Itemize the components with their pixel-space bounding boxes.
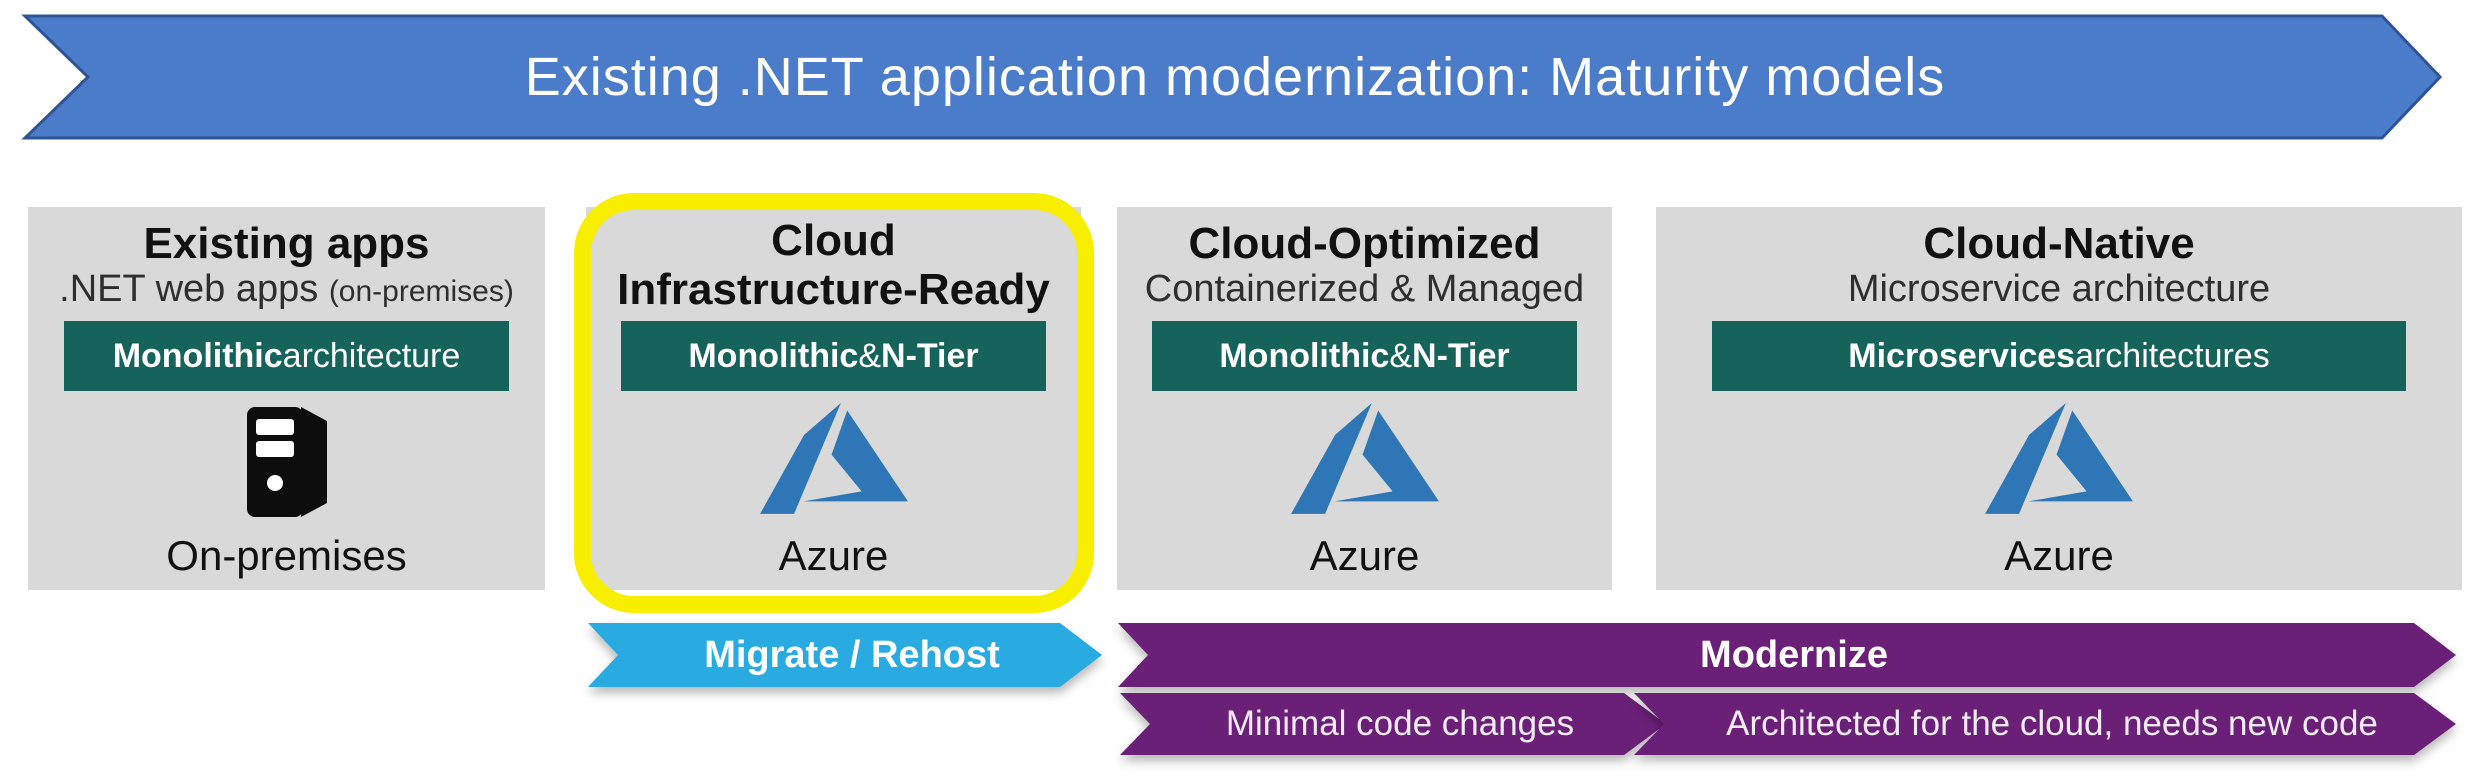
badge-bold-text: Microservices xyxy=(1848,336,2076,375)
column-cloud-native: Cloud-Native Microservice architecture M… xyxy=(1656,207,2462,590)
architected-for-cloud-arrow: Architected for the cloud, needs new cod… xyxy=(1634,693,2456,755)
modernize-arrow: Modernize xyxy=(1118,623,2456,687)
icon-area xyxy=(759,391,908,532)
column-subtitle: Microservice architecture xyxy=(1847,268,2271,311)
modernize-arrow-shape: Modernize xyxy=(1118,623,2456,687)
minimal-code-changes-arrow: Minimal code changes xyxy=(1120,693,1666,755)
banner-arrow-shape xyxy=(21,14,2443,140)
icon-area xyxy=(1985,391,2133,532)
icon-area xyxy=(1290,391,1439,532)
column-subtitle: Containerized & Managed xyxy=(1144,268,1585,311)
server-icon xyxy=(246,406,327,517)
badge-bold-text: Monolithic xyxy=(688,336,859,375)
column-header: Cloud-Optimized Containerized & Managed xyxy=(1145,213,1584,317)
badge-regular-text: architectures xyxy=(2075,336,2270,375)
column-existing-apps: Existing apps .NET web apps (on-premises… xyxy=(28,207,545,590)
column-header: Cloud Infrastructure-Ready xyxy=(617,213,1050,317)
column-title: Cloud-Optimized xyxy=(1188,219,1541,269)
architecture-badge: Monolithic & N-Tier xyxy=(620,321,1047,391)
architecture-badge: Monolithic & N-Tier xyxy=(1151,321,1578,391)
column-caption: Azure xyxy=(1309,532,1420,579)
badge-bold-text: Monolithic xyxy=(1219,336,1390,375)
column-title: Existing apps xyxy=(143,219,430,269)
column-title: Cloud-Native xyxy=(1923,219,2195,269)
azure-logo-icon xyxy=(759,402,908,514)
column-caption: On-premises xyxy=(166,532,407,579)
minimal-code-changes-label: Minimal code changes xyxy=(1225,704,1575,743)
column-header: Cloud-Native Microservice architecture xyxy=(1848,213,2270,317)
architected-for-cloud-arrow-shape: Architected for the cloud, needs new cod… xyxy=(1634,693,2456,755)
azure-logo-icon xyxy=(1985,402,2133,514)
column-header: Existing apps .NET web apps (on-premises… xyxy=(59,213,514,317)
column-subtitle: .NET web apps (on-premises) xyxy=(59,268,514,311)
architecture-badge: Microservices architectures xyxy=(1712,321,2406,391)
badge-regular-text: architecture xyxy=(282,336,461,375)
badge-regular-text: & xyxy=(858,336,882,375)
azure-logo-icon xyxy=(1290,402,1439,514)
migrate-rehost-arrow-shape: Migrate / Rehost xyxy=(588,623,1102,687)
minimal-code-changes-arrow-shape: Minimal code changes xyxy=(1120,693,1666,755)
badge-regular-text: & xyxy=(1389,336,1413,375)
badge-bold-text-2: N-Tier xyxy=(1412,336,1510,375)
banner-title: Existing .NET application modernization:… xyxy=(524,47,1946,107)
architected-for-cloud-label: Architected for the cloud, needs new cod… xyxy=(1726,704,2378,743)
badge-bold-text-2: N-Tier xyxy=(881,336,979,375)
subtitle-small-text: (on-premises) xyxy=(328,275,514,309)
column-cloud-infrastructure-ready: Cloud Infrastructure-Ready Monolithic & … xyxy=(586,207,1081,590)
architecture-badge: Monolithic architecture xyxy=(64,321,509,391)
badge-bold-text: Monolithic xyxy=(112,336,283,375)
icon-area xyxy=(227,391,347,532)
modernize-label: Modernize xyxy=(1700,633,1888,676)
column-cloud-optimized: Cloud-Optimized Containerized & Managed … xyxy=(1117,207,1612,590)
migrate-rehost-arrow: Migrate / Rehost xyxy=(588,623,1102,687)
column-caption: Azure xyxy=(2004,532,2114,579)
column-title-line2: Infrastructure-Ready xyxy=(617,265,1050,314)
column-title: Cloud xyxy=(771,215,896,265)
migrate-rehost-label: Migrate / Rehost xyxy=(704,633,1000,676)
subtitle-text: .NET web apps xyxy=(59,268,319,311)
column-caption: Azure xyxy=(778,532,889,579)
